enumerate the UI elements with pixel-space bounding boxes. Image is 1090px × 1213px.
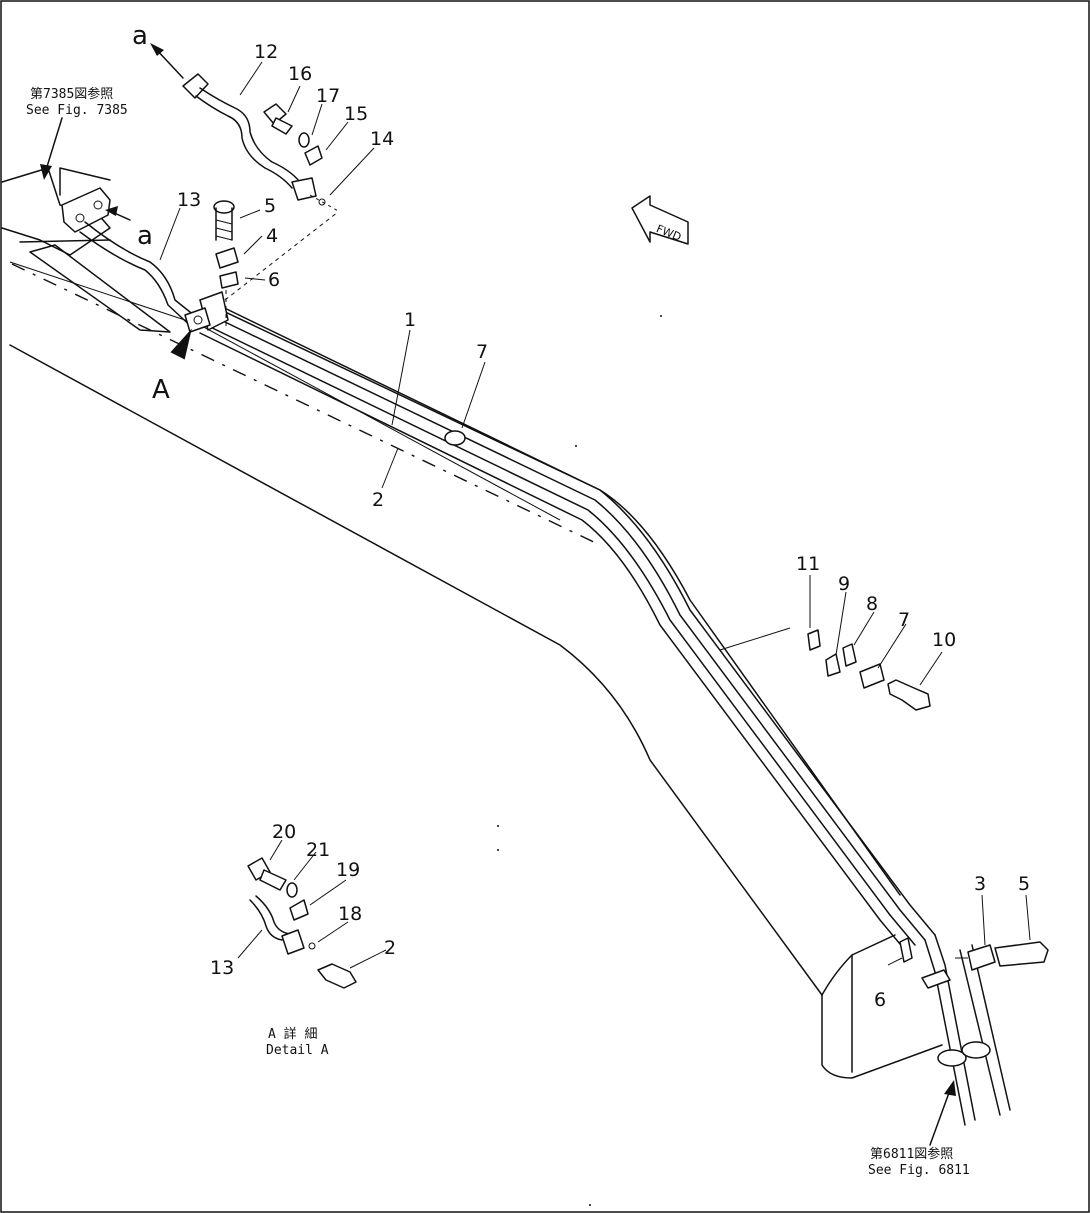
label-part-1: 1: [404, 309, 416, 331]
pipes-1-2: [199, 299, 936, 951]
label-part-16: 16: [288, 63, 312, 85]
label-part-13: 13: [177, 189, 201, 211]
label-a-top: a: [132, 21, 148, 51]
view-a-arrow-icon: [170, 328, 192, 360]
hose-12: [182, 73, 317, 201]
label-part-4: 4: [266, 225, 278, 247]
note-fig6811-jp: 第6811図参照: [870, 1146, 953, 1162]
label-view-A: A: [152, 375, 170, 405]
flange-bottom: [937, 1041, 991, 1067]
fwd-direction-icon: FWD: [631, 195, 689, 245]
clamp-assembly-a: [184, 291, 229, 333]
label-part-15: 15: [344, 103, 368, 125]
tip-pipes: [924, 934, 1011, 1126]
hose-13-edge: [79, 231, 196, 331]
split-flange-15: [304, 145, 323, 166]
label-part-6b: 6: [874, 989, 886, 1011]
bolt-hole-icon: [75, 213, 85, 223]
o-ring-14: [318, 198, 326, 206]
label-part-20: 20: [272, 821, 296, 843]
arrow-fig6811: [929, 1089, 951, 1146]
label-part-9: 9: [838, 573, 850, 595]
bolt-5: [213, 200, 235, 241]
note-fig7385-jp: 第7385図参照: [30, 86, 113, 102]
plate-4: [215, 247, 239, 269]
label-part-10: 10: [932, 629, 956, 651]
bolt-hole-icon: [93, 200, 103, 210]
note-fig6811-en: See Fig. 6811: [868, 1163, 970, 1178]
spacer-6: [219, 271, 239, 289]
detail-a: [247, 857, 357, 989]
hose-13: [84, 221, 201, 321]
washer-17: [298, 132, 310, 148]
label-part-12: 12: [254, 41, 278, 63]
label-part-2: 2: [372, 489, 384, 511]
label-part-7: 7: [476, 341, 488, 363]
note-detail-a-en: Detail A: [266, 1043, 329, 1058]
label-part-2b: 2: [384, 937, 396, 959]
note-detail-a-jp: A 詳 細: [268, 1026, 317, 1042]
label-part-17: 17: [316, 85, 340, 107]
clamp-set-right: [719, 627, 931, 711]
label-part-13b: 13: [210, 957, 234, 979]
label-part-5: 5: [264, 195, 276, 217]
label-part-19: 19: [336, 859, 360, 881]
label-part-8: 8: [866, 593, 878, 615]
label-part-11: 11: [796, 553, 820, 575]
boom-body: [9, 261, 943, 1079]
label-part-14: 14: [370, 128, 394, 150]
label-a-mid: a: [137, 221, 153, 251]
label-part-6: 6: [268, 269, 280, 291]
boom-head: [1, 167, 171, 333]
clamp-set-tip: [899, 937, 1049, 989]
bolt-16: [263, 103, 293, 135]
note-fig7385-en: See Fig. 7385: [26, 103, 128, 118]
label-part-3b: 3: [974, 873, 986, 895]
clamp-7: [444, 430, 466, 446]
leader-lines: [159, 61, 1031, 969]
label-part-5b: 5: [1018, 873, 1030, 895]
arrow-fig7385: [45, 117, 63, 171]
flange-block: [61, 187, 111, 233]
label-part-21: 21: [306, 839, 330, 861]
label-part-18: 18: [338, 903, 362, 925]
center-line: [11, 263, 601, 546]
label-part-7b: 7: [898, 609, 910, 631]
